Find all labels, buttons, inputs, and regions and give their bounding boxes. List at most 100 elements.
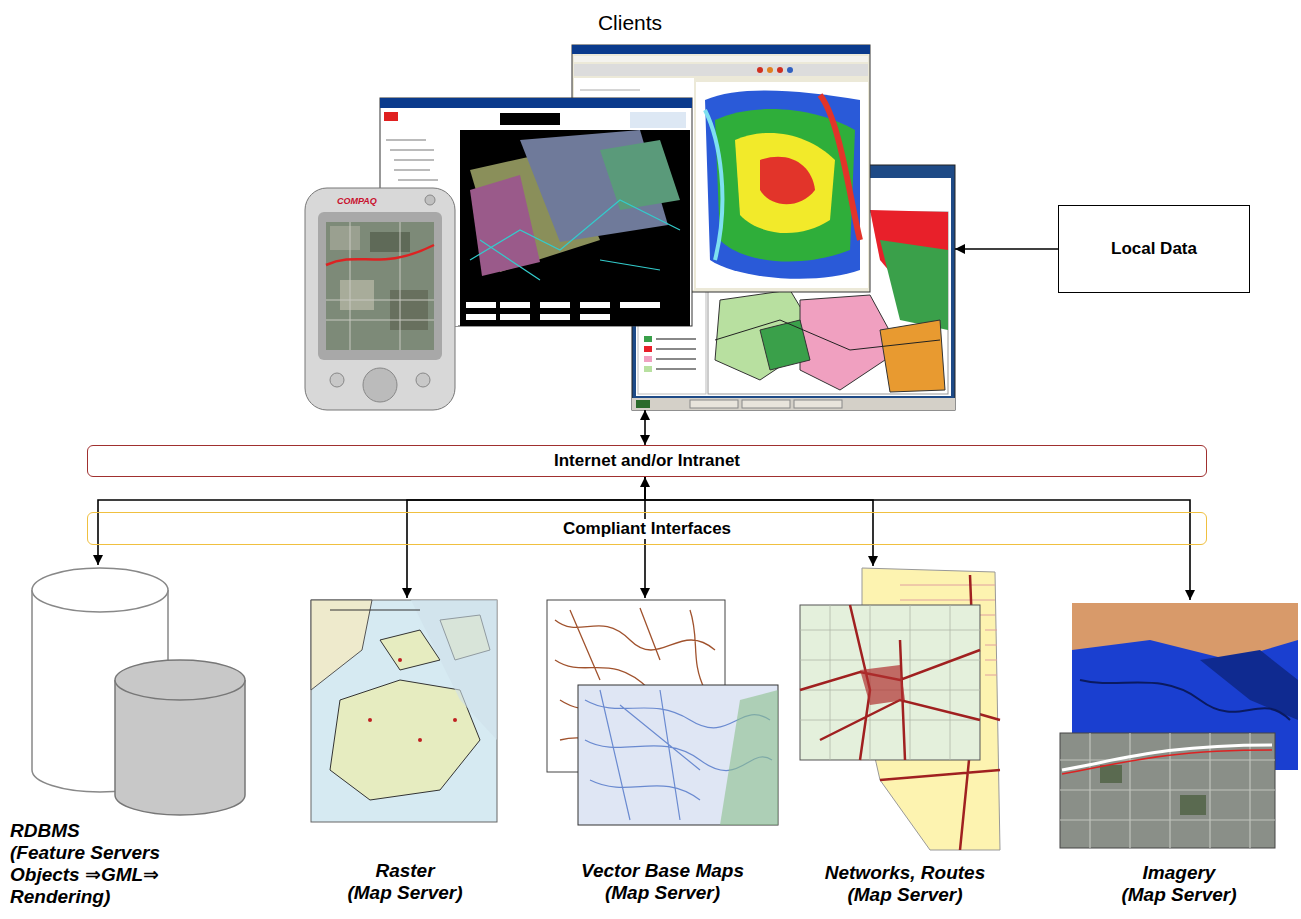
client-window [735, 133, 835, 233]
server-label: (Map Server) [800, 884, 1010, 906]
pda-device [305, 188, 455, 410]
client-window [580, 314, 610, 320]
pda-device [330, 226, 360, 250]
client-window [470, 200, 680, 280]
server-label: (Feature Servers Objects ⇒GML⇒ Rendering… [10, 842, 200, 908]
client-window [757, 67, 763, 73]
raster-map [330, 680, 480, 800]
network-map [800, 605, 980, 760]
client-window [580, 302, 610, 308]
database-cylinder [32, 568, 245, 815]
pda-device [326, 222, 434, 350]
client-window [656, 339, 696, 369]
client-window [572, 45, 870, 54]
connector-arrow [644, 410, 646, 445]
pda-device [363, 368, 397, 402]
client-window [380, 98, 692, 108]
client-group: Clients [305, 5, 955, 410]
server-node: Raster(Map Server) [311, 598, 499, 904]
imagery-map [1060, 603, 1298, 848]
client-window [632, 398, 955, 410]
connector-arrow [645, 477, 1190, 600]
imagery-map [1062, 745, 1272, 770]
network-band: Internet and/or Intranet [87, 445, 1207, 477]
data-box: Local Data [1058, 205, 1250, 293]
client-window [880, 240, 948, 330]
box-label: Local Data [1111, 239, 1197, 259]
client-window [500, 302, 530, 308]
client-window [794, 400, 842, 408]
client-window [500, 314, 530, 320]
client-window [760, 157, 815, 204]
imagery-map [1180, 795, 1206, 815]
imagery-map [1100, 765, 1122, 783]
imagery-map [1060, 733, 1275, 848]
pda-device [305, 188, 455, 410]
raster-map [398, 658, 402, 662]
client-window [742, 400, 790, 408]
vector-map [547, 600, 778, 825]
pda-device [390, 290, 428, 330]
client-window [630, 112, 686, 128]
brand-label: COMPAQ [337, 196, 377, 206]
raster-map [330, 610, 420, 611]
client-window [384, 112, 398, 121]
client-window [644, 346, 652, 352]
box-label: Compliant Interfaces [559, 519, 735, 539]
client-window [644, 336, 652, 342]
client-window [466, 302, 496, 308]
network-map [800, 568, 1000, 850]
client-window [540, 314, 570, 320]
imagery-map [1080, 680, 1290, 720]
server-label: RDBMS [10, 820, 250, 842]
network-map [800, 605, 980, 760]
network-map [800, 605, 980, 760]
connector-arrow [955, 248, 1058, 250]
raster-map [453, 718, 457, 722]
server-label: Raster [311, 860, 499, 882]
server-label: (Map Server) [311, 882, 499, 904]
raster-map [411, 600, 497, 740]
client-window [644, 356, 652, 362]
interface-band: Compliant Interfaces [87, 512, 1207, 545]
pda-device [326, 245, 434, 265]
pda-device [340, 280, 374, 310]
client-window [600, 140, 680, 210]
pda-device [326, 222, 434, 350]
server-label: Networks, Routes [800, 862, 1010, 884]
group-heading: Clients [305, 5, 955, 35]
client-window [715, 320, 940, 350]
box-label: Internet and/or Intranet [550, 451, 744, 471]
database-cylinder [32, 568, 168, 612]
client-window [574, 56, 868, 62]
server-label: Vector Base Maps [545, 860, 780, 882]
client-window [820, 95, 860, 240]
client-window [690, 400, 738, 408]
pda-device [318, 212, 442, 360]
client-window [460, 290, 690, 326]
imagery-map [1060, 733, 1275, 848]
pda-device [370, 232, 410, 252]
server-label: (Map Server) [1060, 884, 1298, 906]
raster-map [311, 600, 497, 822]
vector-map [578, 685, 778, 825]
client-window [644, 366, 652, 372]
network-map [860, 665, 905, 705]
client-window [466, 314, 496, 320]
client-window [767, 67, 773, 73]
raster-map [418, 738, 422, 742]
pda-device [425, 195, 435, 205]
client-window [574, 64, 868, 76]
imagery-map [1072, 603, 1298, 660]
raster-map [311, 600, 372, 690]
server-label: (Map Server) [545, 882, 780, 904]
client-window [500, 113, 560, 125]
pda-device [416, 373, 430, 387]
pda-device [330, 373, 344, 387]
raster-map [311, 600, 497, 822]
server-node: Imagery(Map Server) [1060, 600, 1298, 906]
client-window [540, 302, 570, 308]
database-cylinder [115, 660, 245, 700]
client-window [696, 82, 868, 288]
